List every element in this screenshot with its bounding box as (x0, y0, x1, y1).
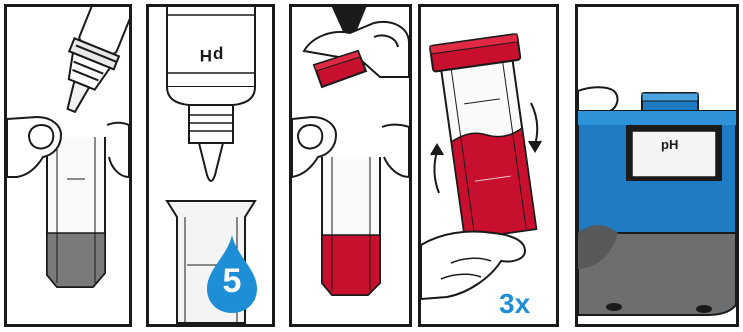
cuvette-icon (47, 137, 105, 287)
cap-icon (314, 51, 366, 87)
drop-count: 5 (212, 262, 252, 301)
step-5-panel: pH (575, 4, 739, 327)
meter-icon (578, 7, 736, 324)
step-3-panel (289, 4, 412, 327)
step-4-panel: 3x (418, 4, 559, 327)
repeat-count: 3x (499, 288, 530, 320)
cuvette-icon (441, 61, 536, 239)
step-1-panel (4, 4, 132, 327)
meter-screen-label: pH (661, 137, 678, 152)
pipette-icon (7, 7, 129, 324)
step-2-panel: pH 5 (146, 4, 275, 327)
cuvette-icon (322, 157, 380, 295)
bottle-label: pH (175, 45, 247, 65)
